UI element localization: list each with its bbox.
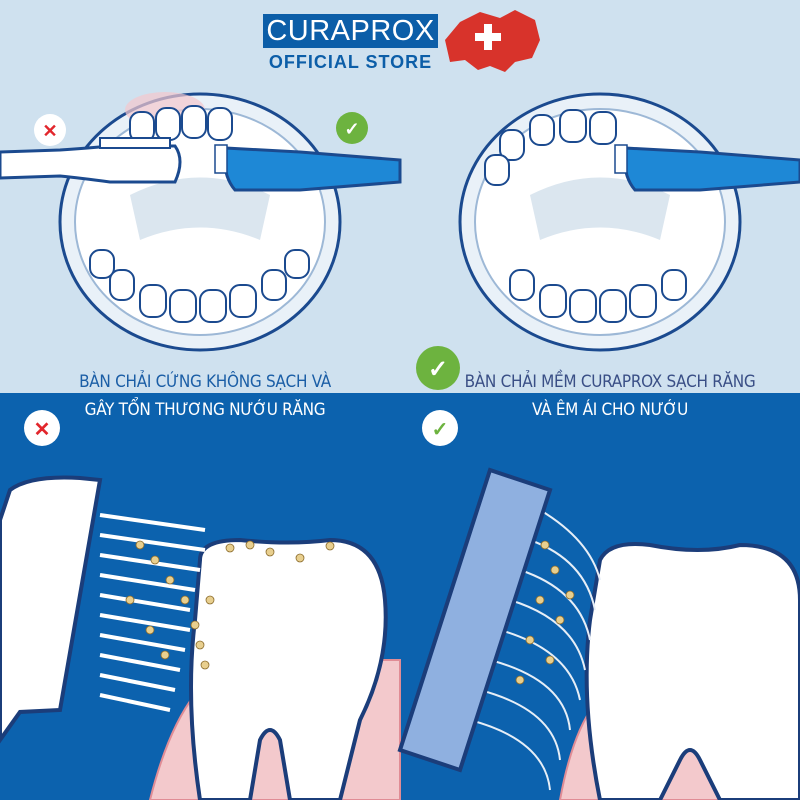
- svg-text:✕: ✕: [34, 419, 51, 441]
- caption-line: VÀ ÊM ÁI CHO NƯỚU: [532, 400, 688, 420]
- soft-brush-closeup: [397, 467, 800, 800]
- caption-line: BÀN CHẢI CỨNG KHÔNG SẠCH VÀ: [79, 372, 331, 392]
- svg-text:✓: ✓: [428, 356, 448, 383]
- hard-brush-closeup: [0, 475, 401, 800]
- caption-line: GÂY TỔN THƯƠNG NƯỚU RĂNG: [84, 400, 326, 420]
- check-icon: [336, 112, 368, 144]
- soft-brush-caption: BÀN CHẢI MỀM CURAPROX SẠCH RĂNG VÀ ÊM ÁI…: [440, 368, 780, 424]
- cross-icon: [24, 410, 60, 446]
- check-icon: [416, 346, 460, 390]
- caption-line: BÀN CHẢI MỀM CURAPROX SẠCH RĂNG: [464, 372, 756, 392]
- cross-icon: [34, 114, 66, 146]
- svg-text:✓: ✓: [344, 119, 359, 139]
- svg-text:✕: ✕: [42, 121, 57, 141]
- mouth-right: [458, 92, 800, 352]
- brand-logo: CURAPROX: [263, 14, 438, 48]
- svg-text:✓: ✓: [432, 419, 449, 441]
- brand-subtitle: OFFICIAL STORE: [268, 52, 433, 72]
- check-icon: [422, 410, 458, 446]
- hard-brush-caption: BÀN CHẢI CỨNG KHÔNG SẠCH VÀ GÂY TỔN THƯƠ…: [40, 368, 370, 424]
- mouth-left: [0, 92, 402, 352]
